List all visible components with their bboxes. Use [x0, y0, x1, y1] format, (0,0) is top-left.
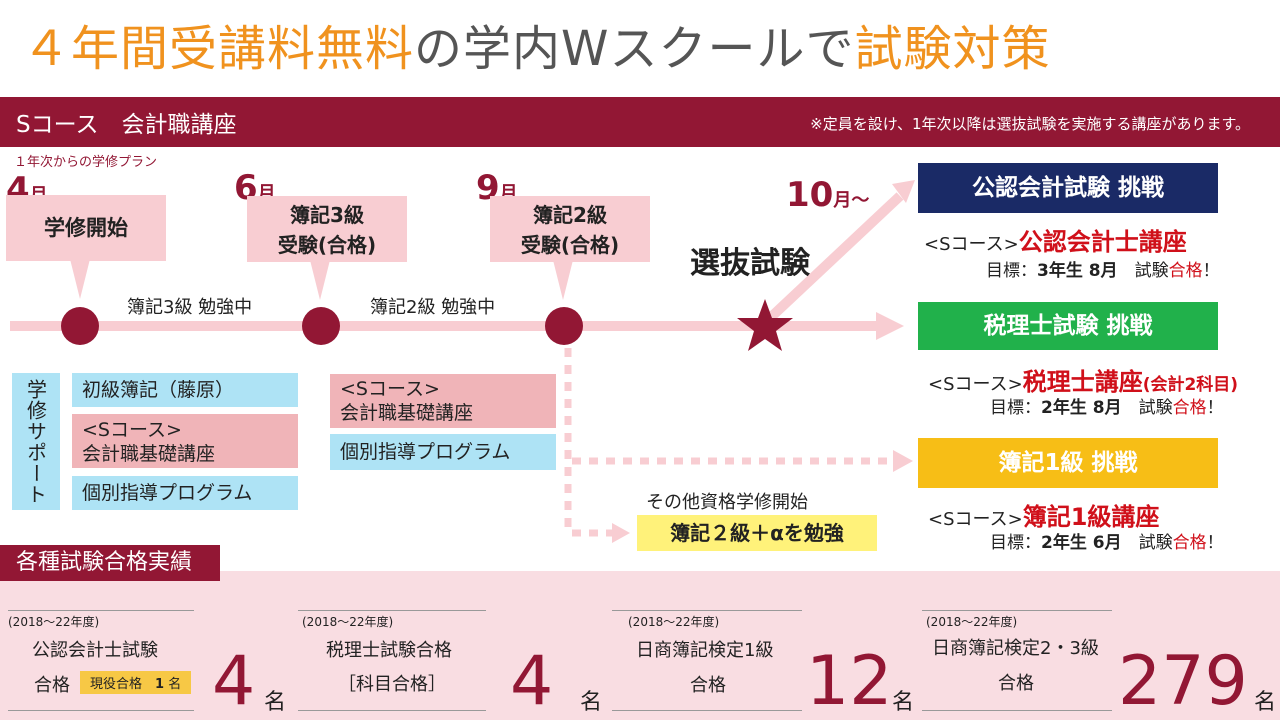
- milestone-june: [302, 307, 340, 345]
- stat-boki1-unit: 名: [892, 690, 915, 715]
- study-plan-label: １年次からの学修プラン: [14, 155, 158, 170]
- support-s-course-name: 会計職基礎講座: [82, 443, 216, 465]
- callout-boki2-line1: 簿記2級: [533, 203, 607, 227]
- stat-cpa-rule-bottom: [8, 710, 194, 711]
- study-boki2: 簿記2級 勉強中: [370, 297, 496, 318]
- callout-start: 学修開始: [6, 195, 166, 261]
- stat-boki1-year: (2018～22年度): [628, 615, 720, 629]
- course-note: ※定員を設け、1年次以降は選抜試験を実施する講座があります。: [810, 115, 1250, 133]
- stat-boki23-sub: 合格: [998, 673, 1034, 694]
- stat-boki23-year: (2018～22年度): [926, 615, 1018, 629]
- stat-tax-sub: ［科目合格］: [338, 674, 446, 695]
- milestone-september: [545, 307, 583, 345]
- goal-boki1-header: 簿記1級 挑戦: [918, 438, 1218, 488]
- stat-boki23-name: 日商簿記検定2・3級: [932, 638, 1099, 659]
- support-s-course-basic: <Sコース> 会計職基礎講座: [72, 414, 298, 468]
- timeline-arrowhead-cpa: [892, 180, 915, 203]
- stat-tax-year: (2018～22年度): [302, 615, 394, 629]
- stat-tax-unit: 名: [580, 690, 603, 715]
- diagonal-line: [766, 192, 904, 322]
- stat-boki1-rule: [612, 610, 802, 611]
- page-title: ４年間受講料無料の学内Wスクールで試験対策: [22, 14, 1051, 84]
- stat-tax-rule-bottom: [298, 710, 486, 711]
- goal-cpa-course: <Sコース>公認会計士講座: [924, 228, 1187, 256]
- callout-boki2: 簿記2級 受験(合格): [490, 196, 650, 262]
- results-panel: [0, 571, 1280, 720]
- stat-tax-name: 税理士試験合格: [326, 640, 452, 661]
- stat-boki1-number: 12: [806, 642, 893, 720]
- support-basic-bookkeeping: 初級簿記（藤原）: [72, 373, 298, 407]
- stat-boki1-rule-bottom: [612, 710, 802, 711]
- goal-tax-course: <Sコース>税理士講座(会計2科目): [928, 368, 1239, 396]
- goal-tax-target: 目標：2年生 8月 試験合格！: [990, 398, 1224, 418]
- title-highlight-exam: 試験対策: [854, 21, 1051, 77]
- support-label: 学修サポート: [12, 373, 60, 510]
- stat-cpa-sub: 合格: [34, 675, 70, 696]
- stat-cpa-unit: 名: [264, 690, 287, 715]
- support-s-course-label-2: <Sコース>: [340, 378, 440, 400]
- callout-start-tail: [70, 259, 90, 299]
- stat-boki23-unit: 名: [1254, 690, 1277, 715]
- goal-boki1-target: 目標：2年生 6月 試験合格！: [990, 533, 1224, 553]
- stat-cpa-name: 公認会計士試験: [32, 640, 158, 661]
- callout-boki2-line2: 受験(合格): [520, 233, 620, 257]
- course-band: Sコース 会計職講座 ※定員を設け、1年次以降は選抜試験を実施する講座があります…: [0, 97, 1280, 147]
- stat-tax-rule: [298, 610, 486, 611]
- callout-boki3: 簿記3級 受験(合格): [247, 196, 407, 262]
- support-s-course-name-2: 会計職基礎講座: [340, 402, 474, 424]
- callout-boki3-tail: [310, 260, 330, 300]
- other-quals-label: その他資格学修開始: [646, 492, 808, 513]
- stat-boki23-rule: [922, 610, 1112, 611]
- stat-boki23-number: 279: [1118, 642, 1248, 720]
- goal-cpa-target: 目標：3年生 8月 試験合格！: [986, 261, 1220, 281]
- selection-exam-label: 選抜試験: [690, 246, 810, 281]
- dotted-arrowhead-boki1: [893, 450, 913, 472]
- stat-boki1-name: 日商簿記検定1級: [636, 640, 774, 661]
- callout-boki2-tail: [553, 260, 573, 300]
- dotted-arrowhead-other: [612, 523, 630, 543]
- goal-tax-header: 税理士試験 挑戦: [918, 302, 1218, 350]
- study-boki3: 簿記3級 勉強中: [127, 297, 253, 318]
- support-individual-program-2: 個別指導プログラム: [330, 434, 556, 470]
- callout-boki3-line2: 受験(合格): [277, 233, 377, 257]
- support-s-course-basic-2: <Sコース> 会計職基礎講座: [330, 374, 556, 428]
- month-10: 10月～: [786, 175, 870, 215]
- milestone-april: [61, 307, 99, 345]
- other-quals-box: 簿記２級＋αを勉強: [637, 515, 877, 551]
- callout-boki3-line1: 簿記3級: [290, 203, 364, 227]
- course-name: Sコース 会計職講座: [16, 112, 237, 138]
- goal-boki1-course: <Sコース>簿記1級講座: [928, 503, 1160, 531]
- stat-cpa-rule: [8, 610, 194, 611]
- goal-cpa-header: 公認会計試験 挑戦: [918, 163, 1218, 213]
- stat-boki1-sub: 合格: [690, 675, 726, 696]
- stat-tax-number: 4: [510, 642, 554, 720]
- results-tab: 各種試験合格実績: [0, 545, 220, 581]
- stat-boki23-rule-bottom: [922, 710, 1112, 711]
- timeline-arrowhead-tax: [876, 312, 904, 340]
- stat-cpa-year: (2018～22年度): [8, 615, 100, 629]
- support-individual-program: 個別指導プログラム: [72, 476, 298, 510]
- title-middle: の学内Wスクールで: [414, 21, 855, 77]
- title-highlight-free: ４年間受講料無料: [22, 21, 415, 77]
- support-s-course-label: <Sコース>: [82, 419, 182, 441]
- stat-cpa-number: 4: [212, 642, 256, 720]
- stat-cpa-badge: 現役合格 1 名: [80, 671, 192, 694]
- selection-star-icon: [737, 299, 793, 351]
